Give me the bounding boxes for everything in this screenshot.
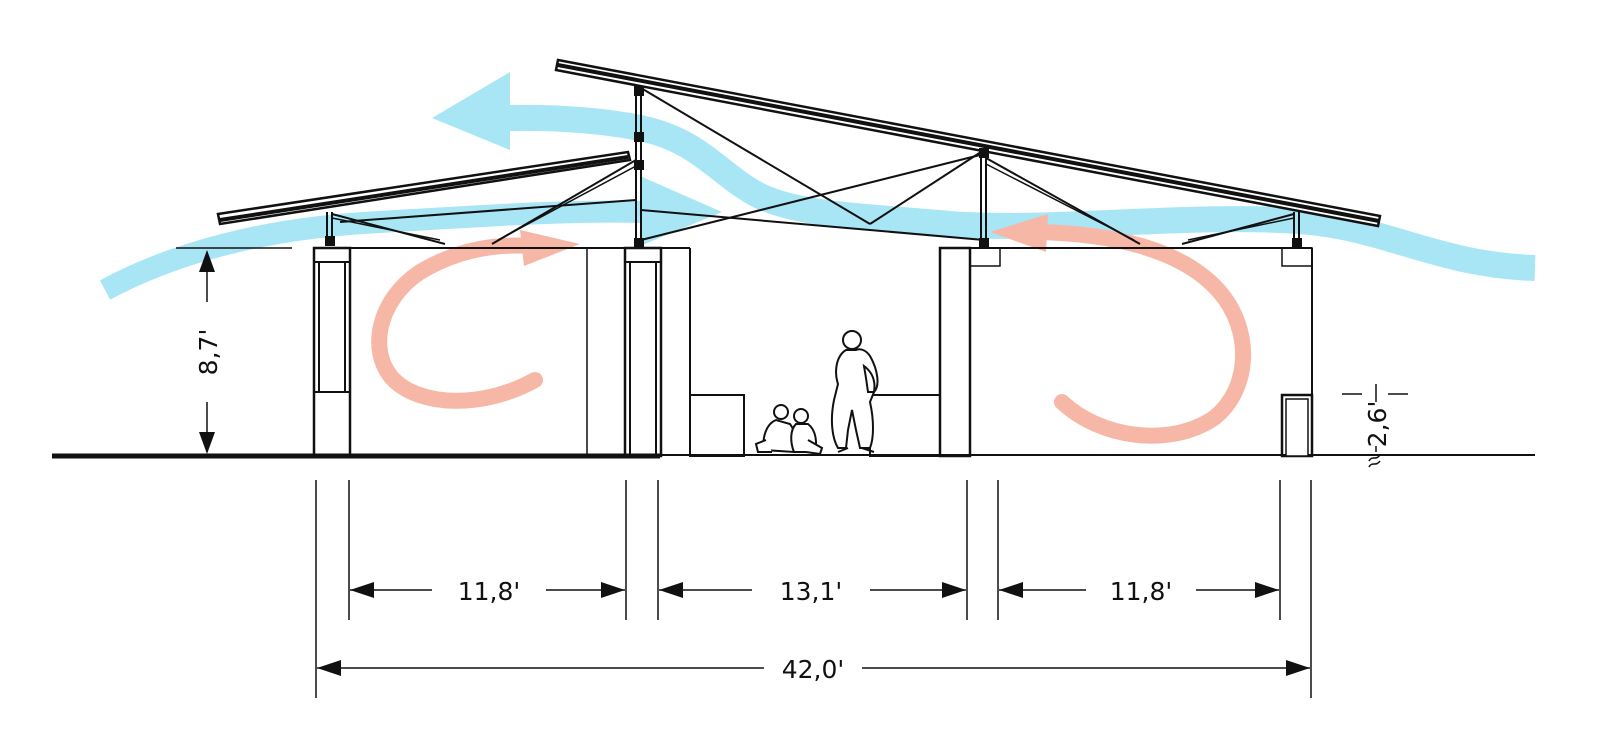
- dimension-room-right-width: 11,8': [1110, 577, 1173, 606]
- dimension-opening-height: 2,6': [1363, 401, 1392, 448]
- break-mark-icon: [1368, 454, 1381, 468]
- wind-flow: [99, 72, 1536, 300]
- walls: [52, 246, 1535, 459]
- warm-air-left-loop: [371, 237, 543, 409]
- wind-lower-stream: [99, 200, 641, 300]
- warm-air-right-arrowhead: [990, 214, 1048, 252]
- dimension-total-width: 42,0': [782, 655, 845, 684]
- dimension-wall-height: 8,7': [194, 329, 223, 376]
- warm-air-right-loop: [1032, 224, 1252, 444]
- dimension-room-left-width: 11,8': [458, 577, 521, 606]
- sitting-children-icon: [754, 404, 824, 456]
- dimension-lines: [176, 247, 1408, 698]
- wind-upper-arrowhead: [432, 72, 510, 150]
- standing-person-icon: [830, 330, 879, 453]
- wind-lower-arrowhead: [640, 176, 722, 246]
- dimension-corridor-width: 13,1': [780, 577, 843, 606]
- roof-structure: [216, 58, 1382, 248]
